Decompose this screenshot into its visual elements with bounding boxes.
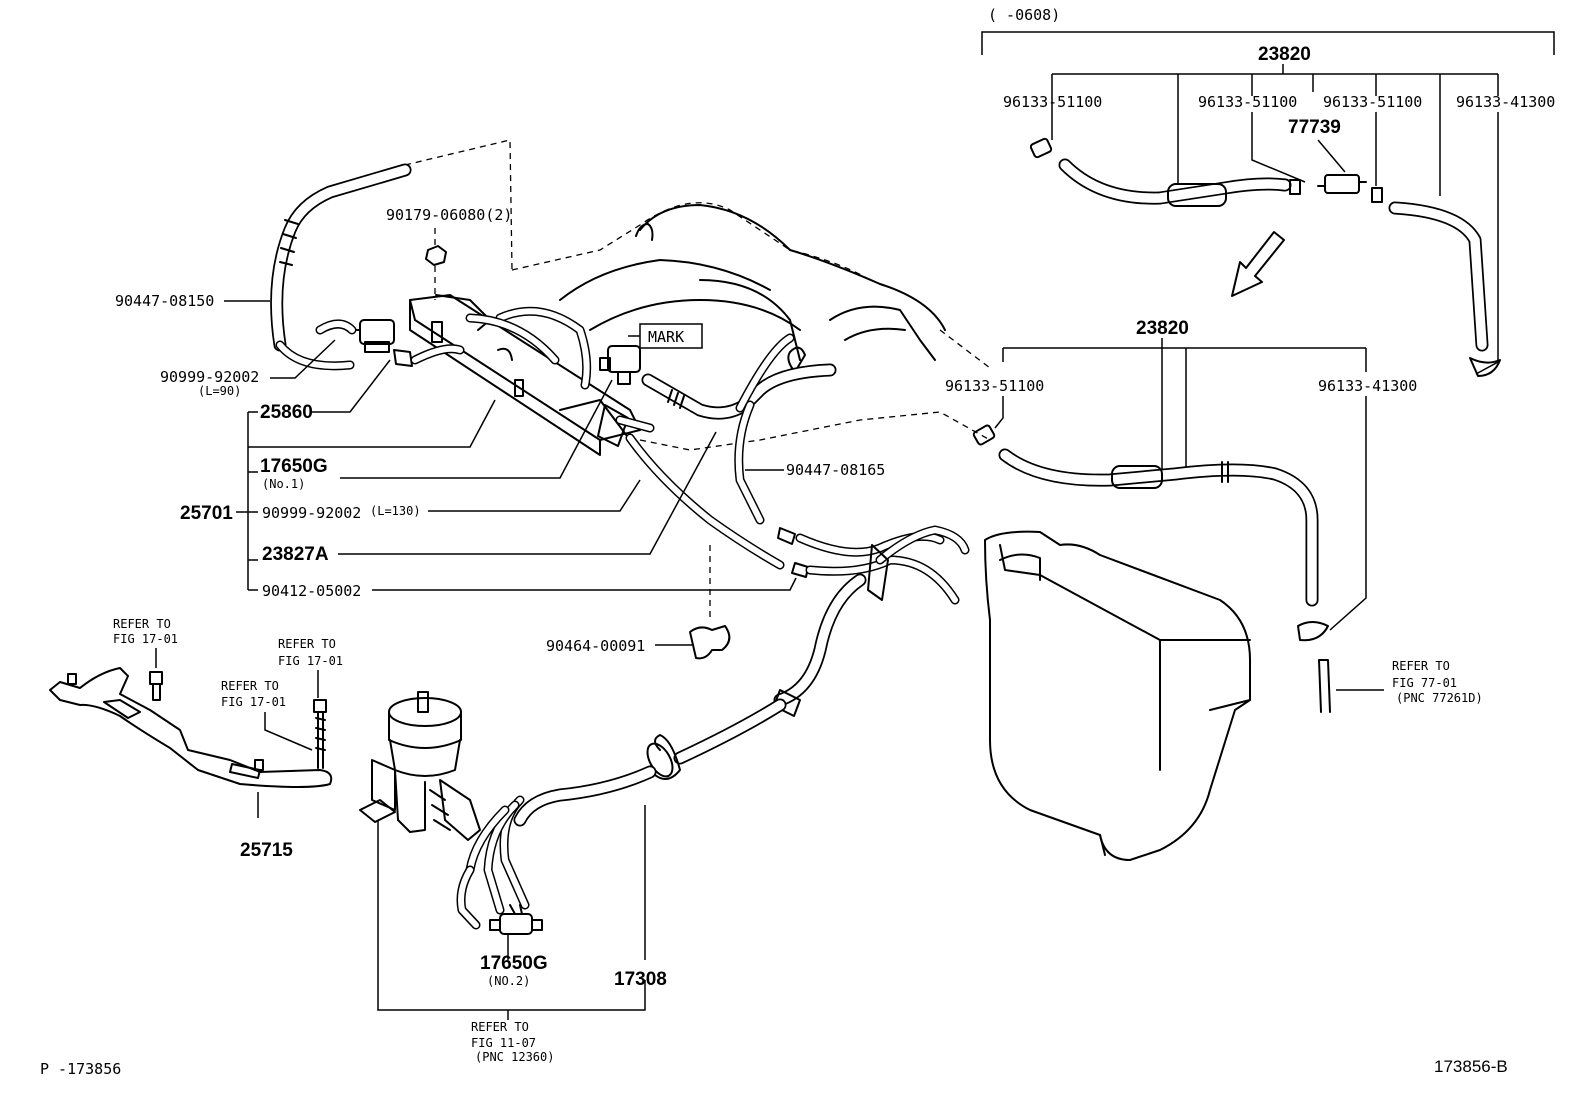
direction-arrow	[1231, 231, 1285, 297]
part-number-77739[interactable]: 77739	[1288, 117, 1341, 138]
mark-callout: MARK	[628, 323, 703, 349]
part-number-90999-92002-b[interactable]: 90999-92002	[262, 504, 361, 522]
part-number-23820-mid[interactable]: 23820	[1136, 318, 1189, 339]
part-number-25701[interactable]: 25701	[180, 503, 233, 524]
hose-set-left	[315, 306, 592, 390]
date-range-bracket: ( -0608)	[981, 6, 1555, 55]
hose-90999-92002-l130	[615, 415, 785, 570]
mark-label[interactable]: MARK	[648, 328, 684, 346]
leader-group-23820-mid: 23820	[1002, 318, 1367, 470]
part-number-17650g-no2[interactable]: 17650G	[480, 953, 548, 974]
vsv-bracket-assembly	[409, 294, 641, 456]
part-number-90464-00091[interactable]: 90464-00091	[546, 637, 645, 655]
hose-90447-08165	[641, 333, 837, 525]
refer-17c-line1: REFER TO	[221, 679, 279, 693]
part-number-90447-08165[interactable]: 90447-08165	[786, 461, 885, 479]
refer-11-line3: (PNC 12360)	[475, 1050, 554, 1064]
leader-bracket-17308	[377, 805, 646, 1020]
intake-manifold-outline	[404, 139, 991, 451]
vacuum-hose-assembly-mid	[972, 424, 1329, 642]
part-number-96133-41300-b[interactable]: 96133-41300	[1318, 377, 1417, 395]
footer-left-code: P -173856	[40, 1060, 121, 1078]
part-number-17308[interactable]: 17308	[614, 969, 667, 990]
note-l90: (L=90)	[198, 384, 241, 398]
vsv-17650g-no1	[599, 345, 641, 385]
refer-17a-line2[interactable]: FIG 17-01	[113, 632, 178, 646]
refer-17c-line2[interactable]: FIG 17-01	[221, 695, 286, 709]
part-number-90999-92002-a[interactable]: 90999-92002	[160, 368, 259, 386]
refer-17b-line2[interactable]: FIG 17-01	[278, 654, 343, 668]
leader-bracket-25701	[236, 399, 496, 591]
footer-right-code: 173856-B	[1434, 1057, 1508, 1076]
refer-17a-line1: REFER TO	[113, 617, 171, 631]
part-number-90412-05002[interactable]: 90412-05002	[262, 582, 361, 600]
part-number-96133-51100-b[interactable]: 96133-51100	[1198, 93, 1297, 111]
refer-77-line3: (PNC 77261D)	[1396, 691, 1483, 705]
part-number-23827a[interactable]: 23827A	[262, 544, 329, 565]
refer-17b-line1: REFER TO	[278, 637, 336, 651]
refer-77-line2[interactable]: FIG 77-01	[1392, 676, 1457, 690]
hose-90447-08150	[270, 163, 412, 371]
note-no2: (NO.2)	[487, 974, 530, 988]
part-number-96133-51100-c[interactable]: 96133-51100	[1323, 93, 1422, 111]
refer-77-line1: REFER TO	[1392, 659, 1450, 673]
vacuum-hose-assembly-top	[1029, 137, 1501, 377]
part-number-96133-51100-a[interactable]: 96133-51100	[1003, 93, 1102, 111]
part-number-23820-top[interactable]: 23820	[1258, 44, 1311, 65]
charcoal-canister	[984, 530, 1251, 861]
vsv-17650g-no2	[489, 904, 543, 935]
date-range-label: ( -0608)	[988, 6, 1060, 24]
leader-group-23820-top: 23820	[1051, 44, 1499, 196]
refer-11-line1: REFER TO	[471, 1020, 529, 1034]
engine-mount-assembly	[359, 691, 481, 841]
refer-11-line2[interactable]: FIG 11-07	[471, 1036, 536, 1050]
refer-fig-77-01: REFER TO FIG 77-01 (PNC 77261D)	[1318, 659, 1483, 713]
clamp-90464-00091	[689, 545, 731, 660]
part-number-17650g-no1[interactable]: 17650G	[260, 456, 328, 477]
part-number-96133-51100-d[interactable]: 96133-51100	[945, 377, 1044, 395]
part-number-96133-41300-a[interactable]: 96133-41300	[1456, 93, 1555, 111]
note-no1: (No.1)	[262, 477, 305, 491]
part-number-25715[interactable]: 25715	[240, 840, 293, 861]
hose-bundle-17308	[456, 525, 970, 930]
bracket-25715	[49, 667, 333, 818]
vsv-25860	[347, 319, 413, 367]
part-number-90179-06080[interactable]: 90179-06080(2)	[386, 206, 512, 224]
part-number-25860[interactable]: 25860	[260, 402, 313, 423]
nut-90179-06080	[425, 228, 447, 300]
part-number-90447-08150[interactable]: 90447-08150	[115, 292, 214, 310]
note-l130: (L=130)	[370, 504, 421, 518]
